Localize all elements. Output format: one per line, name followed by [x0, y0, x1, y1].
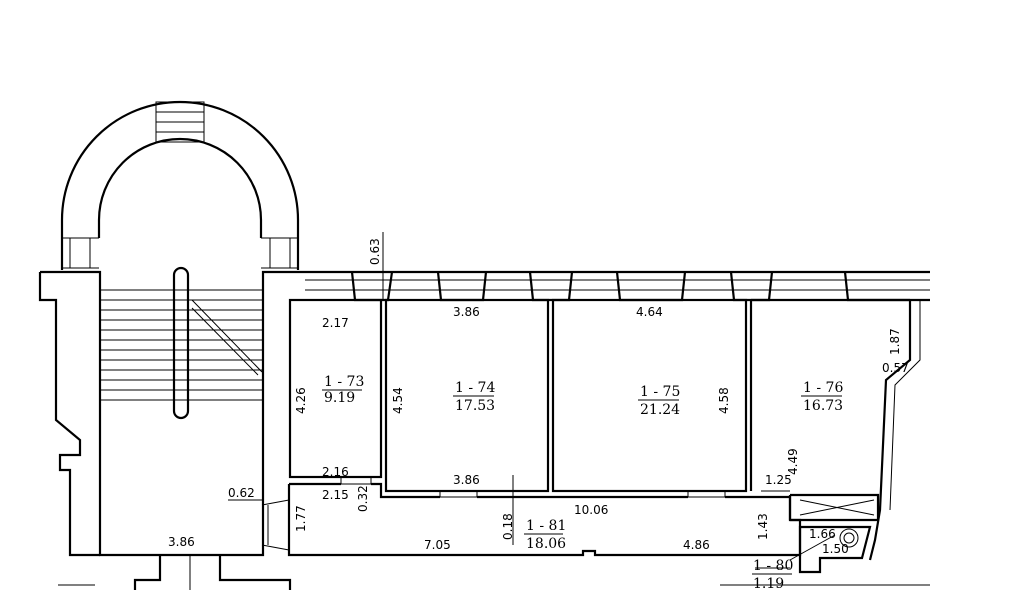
dimension-label: 1.66 [809, 527, 836, 541]
dimension-label: 1.50 [822, 542, 849, 556]
dimension-label: 4.54 [391, 387, 405, 414]
exterior-wall [305, 270, 930, 561]
dimension-label: 1 - 81 [526, 518, 566, 534]
room-1-75 [551, 298, 748, 493]
dimension-label: 0.62 [228, 486, 255, 500]
dimension-label: 1 - 74 [455, 380, 495, 396]
dimension-label: 4.26 [294, 387, 308, 414]
dimension-label: 0.63 [368, 238, 382, 265]
room-label-1-74: 1 - 74 17.53 [453, 380, 495, 414]
dimension-label: 3.86 [453, 305, 480, 319]
dimension-label: 1.19 [753, 576, 784, 590]
dimension-label: 17.53 [455, 398, 495, 414]
dimension-label: 10.06 [574, 503, 608, 517]
dimension-label: 1 - 76 [803, 380, 843, 396]
dimension-label: 2.17 [322, 316, 349, 330]
stair-arch [60, 100, 300, 270]
dimension-label: 7.05 [424, 538, 451, 552]
dimension-label: 0.57 [882, 361, 909, 375]
room-label-1-76: 1 - 76 16.73 [801, 380, 843, 414]
stairwell [38, 266, 305, 590]
room-1-73 [288, 298, 383, 479]
dimension-label: 3.86 [168, 535, 195, 549]
dimension-label: 0.32 [356, 485, 370, 512]
corridor-1-81 [228, 475, 930, 586]
dimension-labels: 0.63 2.17 4.26 2.16 3.86 4.54 3.86 4.64 … [168, 232, 909, 556]
room-1-76 [749, 298, 910, 491]
dimension-label: 1 - 75 [640, 384, 680, 400]
dimension-label: 4.49 [786, 448, 800, 475]
dimension-label: 3.86 [453, 473, 480, 487]
dimension-label: 2.16 [322, 465, 349, 479]
dimension-label: 1.87 [888, 328, 902, 355]
dimension-label: 4.58 [717, 387, 731, 414]
dimension-label: 1.43 [756, 513, 770, 540]
dimension-label: 16.73 [803, 398, 843, 414]
dimension-label: 4.86 [683, 538, 710, 552]
dimension-label: 0.18 [501, 513, 515, 540]
dimension-label: 1.25 [765, 473, 792, 487]
dimension-label: 1 - 80 [753, 558, 793, 574]
dimension-label: 1 - 73 [324, 374, 364, 390]
dimension-label: 2.15 [322, 488, 349, 502]
room-label-1-81: 1 - 81 18.06 [524, 518, 566, 552]
dimension-label: 4.64 [636, 305, 663, 319]
dimension-label: 18.06 [526, 536, 566, 552]
room-label-1-73: 1 - 73 9.19 [322, 374, 364, 406]
room-label-1-75: 1 - 75 21.24 [638, 384, 680, 418]
dimension-label: 9.19 [324, 390, 355, 406]
dimension-label: 1.77 [294, 505, 308, 532]
room-label-1-80: 1 - 80 1.19 [752, 558, 793, 590]
dimension-label: 21.24 [640, 402, 680, 418]
